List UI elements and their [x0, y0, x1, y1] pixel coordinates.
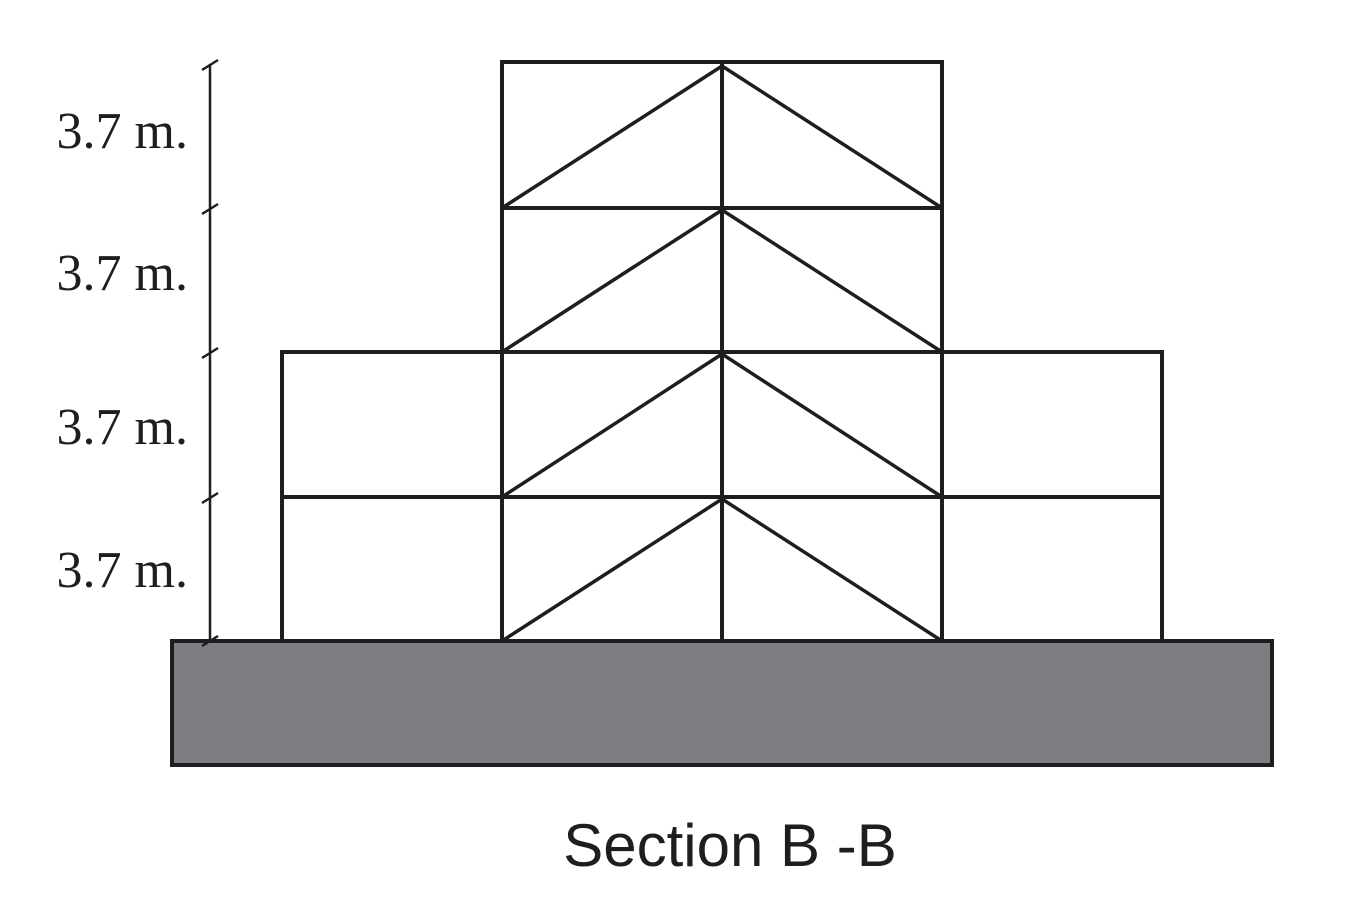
dimension-tick: [201, 491, 219, 505]
foundation-slab: [170, 639, 1274, 767]
story-height-label-3: 3.7 m.: [57, 245, 188, 302]
brace-story-2-left: [500, 352, 724, 499]
brace-story-1-left: [500, 497, 724, 643]
dimension-tick: [201, 202, 219, 216]
story-height-label-2: 3.7 m.: [57, 399, 188, 456]
brace-story-2-right: [720, 352, 944, 499]
dimension-tick: [201, 634, 219, 648]
brace-story-4-right: [720, 64, 944, 210]
height-dimension-line: [201, 58, 219, 648]
story-height-label-4: 3.7 m.: [57, 103, 188, 160]
brace-story-3-left: [500, 208, 724, 354]
frame-members: [280, 60, 1164, 643]
story-height-label-1: 3.7 m.: [57, 542, 188, 599]
dimension-tick: [201, 58, 219, 72]
dimension-tick: [201, 346, 219, 360]
chevron-braces: [500, 64, 944, 643]
brace-story-1-right: [720, 497, 944, 643]
section-caption: Section B -B: [563, 812, 897, 879]
brace-story-4-left: [500, 64, 724, 210]
brace-story-3-right: [720, 208, 944, 354]
